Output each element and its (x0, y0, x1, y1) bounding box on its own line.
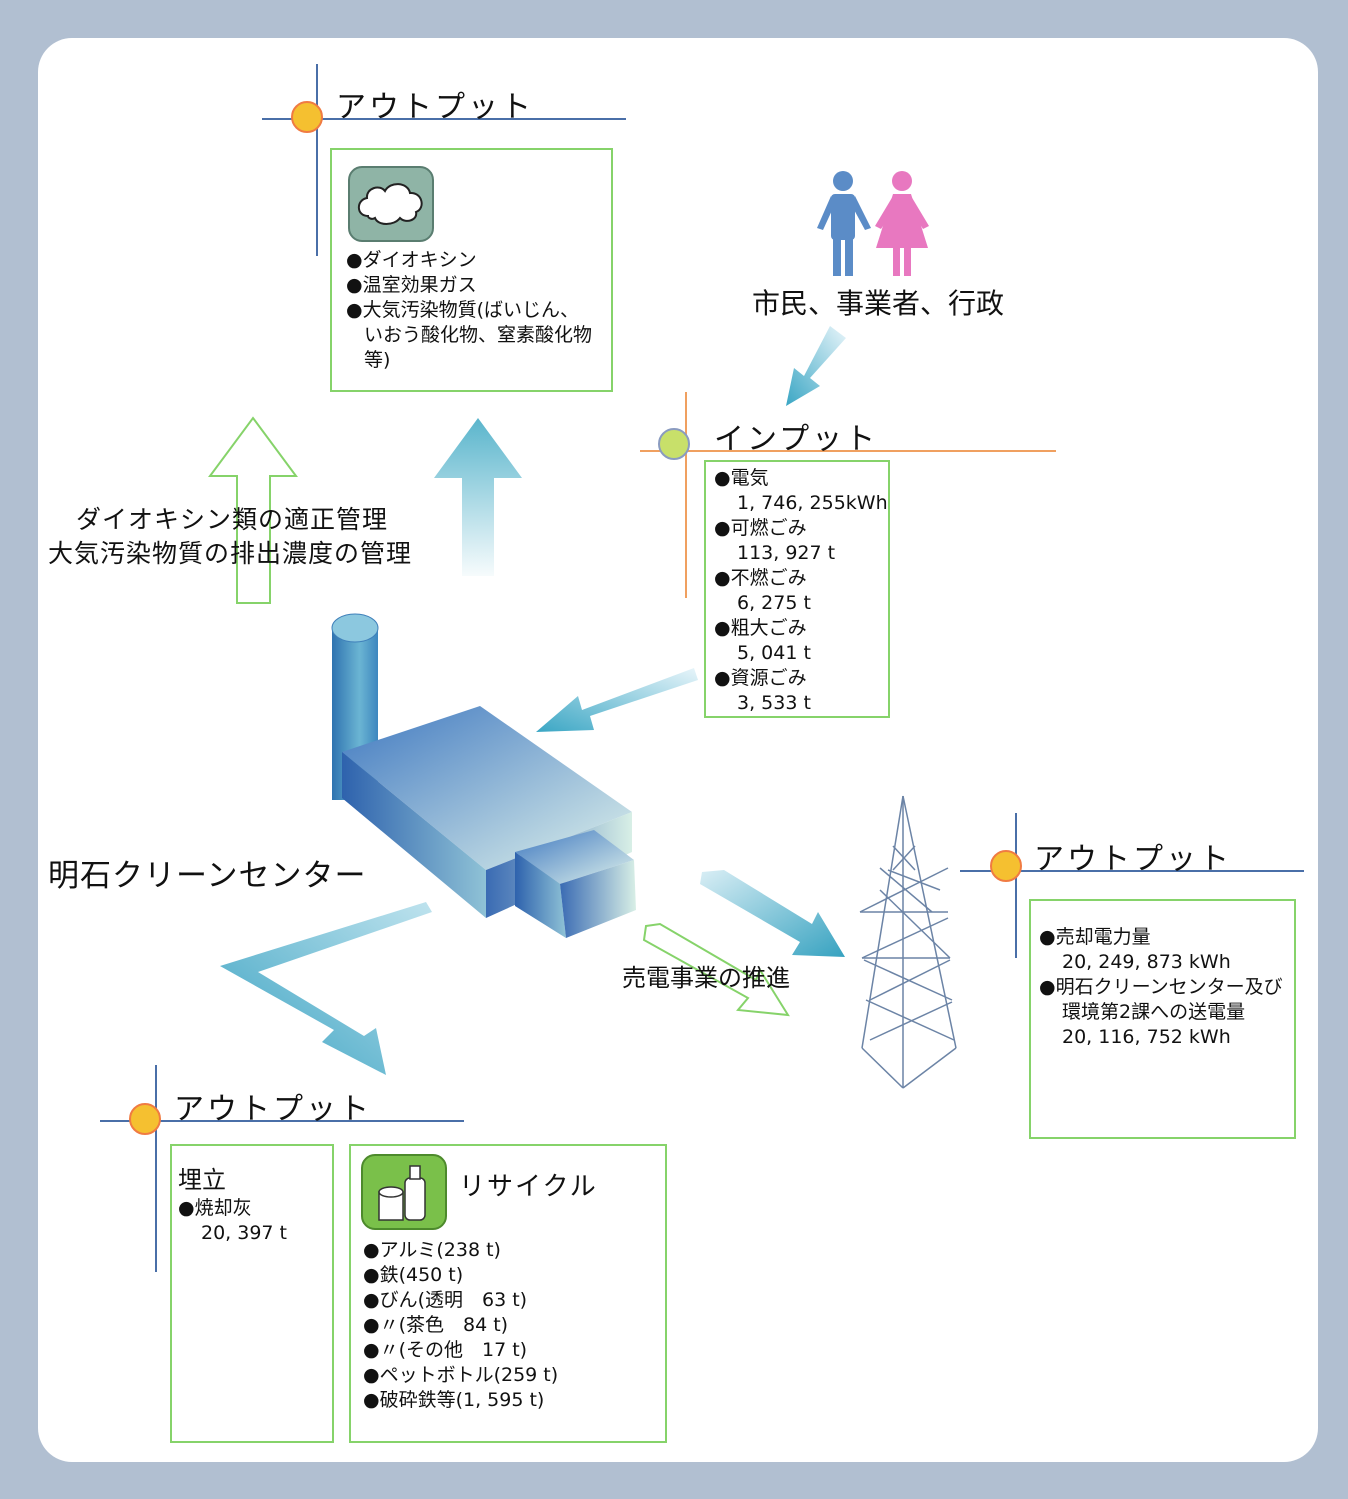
power-output-box: ●売却電力量 20, 249, 873 kWh ●明石クリーンセンター及び 環境… (1029, 899, 1296, 1139)
output-marker-icon (291, 101, 323, 133)
center-label: 明石クリーンセンター (48, 858, 367, 894)
recycle-title: リサイクル (459, 1172, 598, 1202)
input-heading: インプット (714, 422, 879, 457)
input-arrow (536, 668, 698, 732)
recycle-item: ●アルミ(238 t) (363, 1239, 501, 1261)
input-item-label: ●可燃ごみ (714, 517, 807, 539)
power-sales-arrow (642, 922, 790, 1017)
landfill-box: 埋立 ●焼却灰 20, 397 t (170, 1144, 334, 1443)
recycle-item: ●〃(茶色 84 t) (363, 1314, 509, 1336)
management-text: ダイオキシン類の適正管理 (76, 505, 389, 534)
power-arrow (700, 870, 845, 957)
power-item-label: ●明石クリーンセンター及び (1039, 976, 1283, 998)
input-item-label: ●不燃ごみ (714, 567, 807, 589)
citizen-man-icon (817, 171, 871, 276)
output-heading-landfill: アウトプット (174, 1092, 372, 1127)
landfill-item-value: 20, 397 t (201, 1222, 288, 1244)
landfill-item-label: ●焼却灰 (178, 1197, 252, 1219)
management-arrow (208, 416, 298, 604)
output-marker-icon (129, 1103, 161, 1135)
input-item-label: ●粗大ごみ (714, 617, 807, 639)
input-item-label: ●資源ごみ (714, 667, 807, 689)
emission-item: ●ダイオキシン (346, 249, 477, 271)
output-heading-emissions: アウトプット (336, 90, 534, 125)
power-sales-label: 売電事業の推進 (622, 964, 790, 992)
citizens-label: 市民、事業者、行政 (752, 287, 1005, 320)
landfill-arrow (220, 902, 432, 1075)
power-item-value: 20, 249, 873 kWh (1062, 951, 1231, 973)
output-heading-power: アウトプット (1034, 842, 1232, 877)
emission-item: ●温室効果ガス (346, 274, 477, 296)
recycle-item: ●鉄(450 t) (363, 1264, 464, 1286)
input-item-value: 1, 746, 255kWh (737, 492, 888, 514)
input-box: ●電気 1, 746, 255kWh ●可燃ごみ 113, 927 t ●不燃ご… (704, 460, 890, 718)
recycle-item: ●ペットボトル(259 t) (363, 1364, 559, 1386)
management-text: 大気汚染物質の排出濃度の管理 (48, 539, 413, 568)
power-item-label: ●売却電力量 (1039, 926, 1151, 948)
input-item-value: 3, 533 t (737, 692, 811, 714)
input-marker-icon (658, 428, 690, 460)
input-item-label: ●電気 (714, 467, 769, 489)
input-item-value: 113, 927 t (737, 542, 836, 564)
bottle-can-icon (361, 1154, 447, 1230)
crosshair-input (640, 392, 1056, 598)
power-item-value: 環境第2課への送電量 (1062, 1001, 1246, 1023)
emissions-box: ●ダイオキシン ●温室効果ガス ●大気汚染物質(ばいじん、 いおう酸化物、窒素酸… (330, 148, 613, 392)
output-marker-icon (990, 850, 1022, 882)
recycle-item: ●〃(その他 17 t) (363, 1339, 528, 1361)
emission-item-continuation: いおう酸化物、窒素酸化物 (364, 324, 593, 346)
recycle-item: ●破砕鉄等(1, 595 t) (363, 1389, 545, 1411)
power-item-value: 20, 116, 752 kWh (1062, 1026, 1231, 1048)
recycle-box: リサイクル ●アルミ(238 t) ●鉄(450 t) ●びん(透明 63 t)… (349, 1144, 667, 1443)
cloud-icon (348, 166, 434, 242)
input-item-value: 5, 041 t (737, 642, 811, 664)
input-item-value: 6, 275 t (737, 592, 811, 614)
factory-illustration (331, 613, 636, 938)
emission-item: ●大気汚染物質(ばいじん、 (346, 299, 579, 321)
citizen-woman-icon (875, 171, 929, 276)
citizens-arrow (786, 326, 846, 406)
landfill-title: 埋立 (178, 1166, 226, 1194)
recycle-item: ●びん(透明 63 t) (363, 1289, 528, 1311)
emission-item-continuation: 等) (364, 349, 391, 371)
transmission-tower-icon (859, 795, 957, 1089)
emission-arrow (434, 418, 522, 576)
